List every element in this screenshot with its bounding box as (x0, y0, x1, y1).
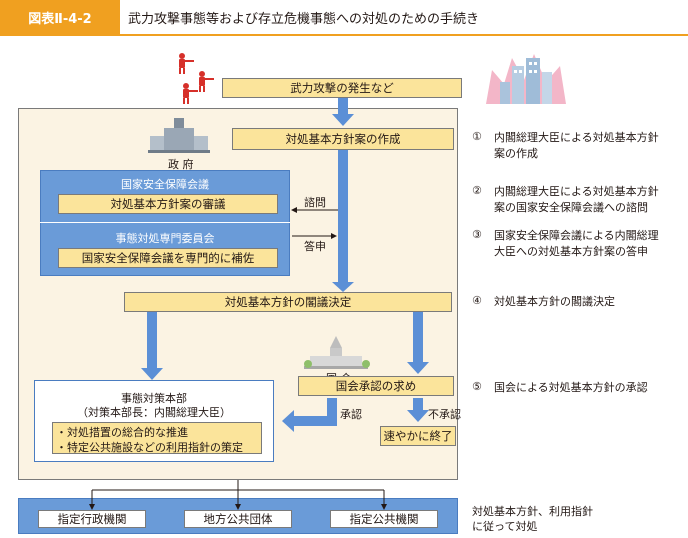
disapprove-label: 不承認 (428, 408, 461, 421)
terminate-box: 速やかに終了 (380, 426, 456, 446)
diet-approval-request-box: 国会承認の求め (298, 376, 454, 396)
hq-title: 事態対策本部 (121, 392, 187, 405)
agency-designated-public: 指定公共機関 (330, 510, 438, 528)
committee-support-box: 国家安全保障会議を専門的に補佐 (58, 248, 278, 268)
hq-duty-2: ・特定公共施設などの利用指針の策定 (56, 441, 243, 454)
note-5-line-1: 国会による対処基本方針の承認 (494, 381, 648, 394)
arrow-cabinet-to-diet-head (407, 362, 429, 374)
note-3-line-2: 大臣への対処基本方針案の答申 (494, 245, 648, 258)
hq-duties-box (52, 422, 262, 454)
arrow-cabinet-to-hq (147, 312, 157, 372)
hq-duty-1: ・対処措置の総合的な推進 (56, 426, 188, 439)
bottom-note-line-2: に従って対処 (472, 520, 538, 533)
arrow-disapprove-head (407, 410, 429, 422)
note-4-number: ④ (472, 294, 482, 307)
arrow-top-to-draft (338, 98, 348, 116)
consult-label: 諮問 (304, 196, 326, 209)
soldiers-icon (179, 53, 214, 104)
hq-subtitle: （対策本部長：内閣総理大臣） (77, 406, 231, 419)
arrow-cabinet-to-hq-head (141, 368, 163, 380)
bottom-note-line-1: 対処基本方針、利用指針 (472, 505, 593, 518)
note-2-line-2: 案の国家安全保障会議への諮問 (494, 201, 648, 214)
agency-local-government: 地方公共団体 (184, 510, 292, 528)
attack-occurrence-box: 武力攻撃の発生など (222, 78, 462, 98)
note-3-line-1: 国家安全保障会議による内閣総理 (494, 229, 659, 242)
cabinet-decision-box: 対処基本方針の閣議決定 (124, 292, 452, 312)
agency-designated-administrative: 指定行政機関 (38, 510, 146, 528)
arrow-cabinet-to-diet (413, 312, 423, 364)
nsc-deliberation-box: 対処基本方針案の審議 (58, 194, 278, 214)
reply-label: 答申 (304, 240, 326, 253)
note-1-line-2: 案の作成 (494, 147, 538, 160)
figure-title: 武力攻撃事態等および存立危機事態への対処のための手続き (128, 11, 480, 27)
arrow-draft-to-cabinet-head (332, 282, 354, 292)
approve-label: 承認 (340, 408, 362, 421)
nsc-title: 国家安全保障会議 (121, 178, 209, 191)
draft-policy-box: 対処基本方針案の作成 (232, 128, 454, 150)
note-3-number: ③ (472, 228, 482, 241)
city-attack-icon (486, 54, 566, 104)
government-label: 政 府 (168, 158, 194, 171)
note-2-number: ② (472, 184, 482, 197)
committee-title: 事態対処専門委員会 (115, 232, 215, 245)
arrow-approve-head (282, 410, 294, 432)
header-divider (0, 34, 688, 36)
arrow-disapprove (413, 398, 423, 412)
arrow-draft-to-cabinet (338, 150, 348, 284)
government-building-icon (148, 118, 210, 153)
note-4-line-1: 対処基本方針の閣議決定 (494, 295, 615, 308)
nsc-divider (40, 222, 290, 223)
note-5-number: ⑤ (472, 380, 482, 393)
diet-building-icon (304, 336, 370, 369)
note-1-number: ① (472, 130, 482, 143)
arrow-approve (327, 398, 337, 424)
note-2-line-1: 内閣総理大臣による対処基本方針 (494, 185, 659, 198)
note-1-line-1: 内閣総理大臣による対処基本方針 (494, 131, 659, 144)
figure-number: 図表Ⅱ-4-2 (0, 0, 120, 34)
arrow-top-to-draft-head (332, 114, 354, 126)
